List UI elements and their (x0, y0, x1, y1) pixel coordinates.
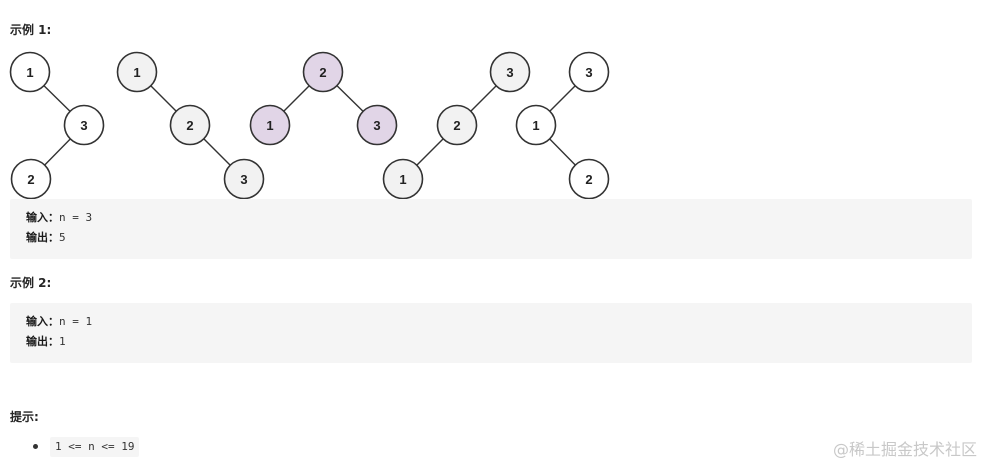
example-2-heading: 示例 2: (10, 276, 52, 290)
node-label: 3 (506, 65, 513, 80)
tree-4: 3 2 1 (382, 51, 531, 200)
bullet-icon (33, 444, 38, 449)
tree-node: 2 (436, 104, 478, 146)
tree-2: 1 2 3 (116, 51, 265, 200)
tree-3: 2 1 3 (249, 51, 398, 146)
node-label: 3 (585, 65, 592, 80)
tree-node: 1 (382, 158, 424, 200)
tree-node: 3 (568, 51, 610, 93)
tree-node: 3 (489, 51, 531, 93)
input-value: n = 1 (59, 315, 93, 328)
node-label: 2 (319, 65, 326, 80)
node-label: 1 (26, 65, 33, 80)
output-value: 5 (59, 231, 66, 244)
node-label: 3 (373, 118, 380, 133)
constraint-code: 1 <= n <= 19 (50, 437, 140, 457)
tree-node: 1 (249, 104, 291, 146)
output-line: 输出：1 (26, 335, 66, 349)
node-label: 3 (80, 118, 87, 133)
node-label: 1 (266, 118, 273, 133)
tree-node: 1 (515, 104, 557, 146)
tree-node: 2 (568, 158, 610, 200)
tree-node: 2 (302, 51, 344, 93)
input-label: 输入： (26, 315, 59, 328)
node-label: 2 (453, 118, 460, 133)
node-label: 2 (186, 118, 193, 133)
tree-node: 2 (169, 104, 211, 146)
tree-node: 1 (116, 51, 158, 93)
output-line: 输出：5 (26, 231, 66, 245)
tree-1: 1 3 2 (9, 51, 105, 200)
tree-node: 3 (356, 104, 398, 146)
hint-heading: 提示: (10, 410, 39, 424)
node-label: 1 (532, 118, 539, 133)
node-label: 2 (585, 172, 592, 187)
tree-5: 3 1 2 (515, 51, 610, 200)
tree-node: 3 (223, 158, 265, 200)
input-line: 输入：n = 3 (26, 211, 92, 225)
output-value: 1 (59, 335, 66, 348)
input-value: n = 3 (59, 211, 93, 224)
input-line: 输入：n = 1 (26, 315, 92, 329)
example-1-heading: 示例 1: (10, 23, 52, 37)
node-label: 3 (240, 172, 247, 187)
tree-node: 2 (10, 158, 52, 200)
tree-diagrams: 1 3 2 1 2 3 2 (9, 51, 610, 200)
node-label: 1 (133, 65, 140, 80)
example-2-code-block: 输入：n = 1 输出：1 (10, 303, 972, 363)
input-label: 输入： (26, 211, 59, 224)
tree-node: 3 (63, 104, 105, 146)
node-label: 1 (399, 172, 406, 187)
watermark: @稀土掘金技术社区 (832, 440, 977, 459)
tree-node: 1 (9, 51, 51, 93)
output-label: 输出： (26, 335, 59, 348)
output-label: 输出： (26, 231, 59, 244)
example-1-code-block: 输入：n = 3 输出：5 (10, 199, 972, 259)
node-label: 2 (27, 172, 34, 187)
